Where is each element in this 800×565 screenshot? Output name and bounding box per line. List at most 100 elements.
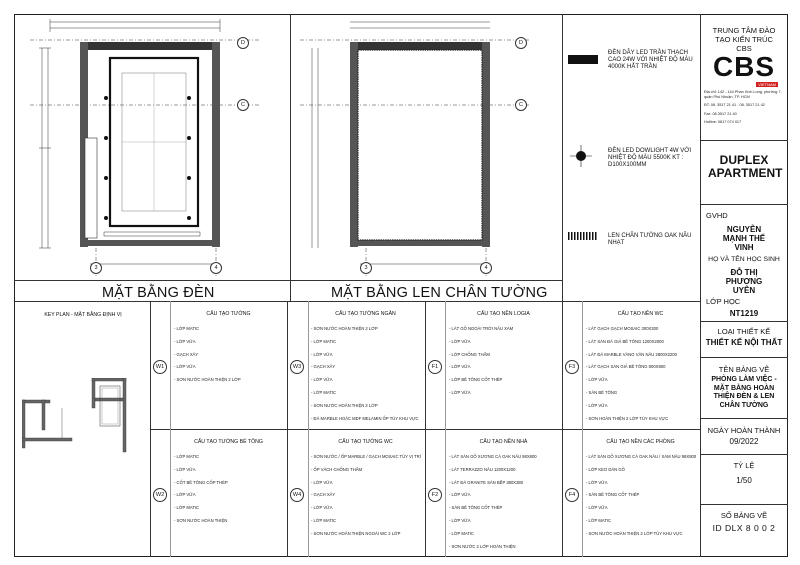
spec-layer-item: - LÁT GẠCH GẠCH MOSAIC 300x300 [586,326,659,331]
tb-divider-5 [700,418,788,419]
spec-code-w3: W3 [290,360,304,374]
spec-title-f3: CẤU TẠO NỀN WC [617,311,664,317]
drawing-name-label: TÊN BẢNG VẼ [718,365,770,374]
spec-layer-item: - LỚP MATIC [311,390,337,395]
spec-layer-item: - LỚP VỮA [586,402,608,408]
spec-layer-item: - LỚP VỮA [311,351,333,357]
project-name: DUPLEX APARTMENT [708,153,783,180]
key-plan-title: KEY PLAN - MẶT BẰNG ĐỊNH VỊ [44,312,122,318]
spec-layer-item: - LỚP MATIC [174,505,200,511]
spec-col-divider-2 [425,301,426,557]
spec-layer-item: - LỚP VỮA [449,518,471,523]
gvhd-name: NGUYỄN MẠNH THẾ VINH [722,225,766,252]
led-strip-icon [568,55,598,64]
spec-title-w2: CẤU TẠO TƯỜNG BÊ TÔNG [194,439,263,445]
spec-code-line-2 [308,301,309,557]
org-name: TRUNG TÂM ĐÀO TẠO KIẾN TRÚC CBS [712,26,776,53]
spec-layer-item: - SƠN NƯỚC HOÀN THIỆN [174,518,228,523]
spec-layer-item: - ỐP VÁCH CHỐNG THẤM [311,466,363,472]
spec-layer-item: - SÀN BÊ TÔNG CỐT THÉP [449,505,503,511]
spec-layer-item: - LỚP MATIC [449,530,475,536]
spec-col-divider-1 [287,301,288,557]
spec-title-f4: CẤU TẠO NỀN CÁC PHÒNG [606,439,675,445]
skirting-plan-drawing [300,21,530,276]
spec-code-line-4 [582,301,583,557]
spec-layer-item: - LÁT GỖ NGOÀI TRỜI NÂU XÁM [449,326,514,331]
grid-bubble-c: C [237,99,249,111]
spec-title-w4: CẤU TẠO TƯỜNG WC [338,439,393,445]
scale-label: TỶ LỆ [733,461,755,470]
spec-layer-item: - SƠN NƯỚC HOÀN THIỆN 2 LỚP [311,402,378,408]
legend-downlight: ĐÈN LED DOWLIGHT 4W VỚI NHIỆT ĐỘ MÀU 550… [608,148,692,168]
spec-layer-item: - LỚP VỮA [311,377,333,383]
grid-bubble-c-right: C [515,99,527,111]
lighting-plan-title: MẶT BẰNG ĐÈN [102,285,215,301]
spec-code-f4: F4 [565,488,579,502]
spec-layer-item: - SƠN NƯỚC HOÀN THIỆN 2 LỚP TÙY KHU VỰC [586,530,683,536]
spec-layer-item: - LỚP BÊ TÔNG CỐT THÉP [449,377,503,383]
drawing-name: PHÒNG LÀM VIỆC - MẶT BẰNG HOÀN THIỆN ĐÈN… [711,376,777,409]
spec-layer-item: - ĐÁ MARBLE HOẶC MDF MELAMIN ỐP TÙY KHU … [311,415,419,421]
spec-layer-item: - SƠN NƯỚC 2 LỚP HOÀN THIỆN [449,543,516,549]
spec-layer-item: - LỚP VỮA [586,505,608,511]
spec-layer-item: - LÁT TERRAZZO NÂU 1200X1200 [449,466,516,472]
spec-layer-item: - LỚP CHỐNG THẤM [449,351,490,357]
design-type: THIẾT KẾ NỘI THẤT [705,338,783,347]
skirting-icon [568,232,598,240]
spec-layer-item: - LÁT SÀN GỖ XƯƠNG CÁ OAK NÂU 98x800 [449,454,537,459]
spec-code-w1: W1 [153,360,167,374]
sheet-frame [14,14,788,557]
spec-layer-item: - LỚP VỮA [449,492,471,498]
spec-layer-item: - LỚP MATIC [311,518,337,523]
spec-code-w4: W4 [290,488,304,502]
spec-layer-item: - SƠN NƯỚC HOÀN THIỆN 2 LỚP [311,326,378,331]
completion-label: NGÀY HOÀN THÀNH [707,426,781,435]
spec-title-f1: CẤU TẠO NỀN LOGIA [477,311,530,317]
spec-layer-item: - SƠN NƯỚC HOÀN THIỆN NGOÀI WC 2 LỚP [311,530,401,536]
grid-bubble-d-right: D [515,37,527,49]
plans-bottom-divider [14,301,700,302]
class-value: NT1219 [729,309,759,318]
spec-code-line-1 [170,301,171,557]
downlight-icon [570,145,592,167]
spec-layer-item: - SÀN BÊ TÔNG CỐT THÉP [586,492,640,498]
spec-code-f2: F2 [428,488,442,502]
grid-bubble-d: D [237,37,249,49]
spec-layer-item: - LỚP VỮA [311,479,333,485]
spec-title-f2: CẤU TẠO NỀN NHÀ [479,439,528,445]
sheet-no-label: SỐ BẢNG VẼ [720,511,768,520]
spec-code-f1: F1 [428,360,442,374]
grid-bubble-4-right: 4 [480,262,492,274]
spec-layer-item: - LỚP VỮA [311,505,333,511]
spec-layer-item: - SÀN BÊ TÔNG [586,390,618,395]
spec-layer-item: - LỚP VỮA [174,492,196,498]
spec-layer-item: - SƠN NƯỚC / ỐP MARBLE / GẠCH MOSAIC TÙY… [311,454,421,459]
scale-value: 1/50 [736,476,752,485]
spec-layer-item: - LÁT SÀN ĐÁ GIẢ BÊ TÔNG 1200X2000 [586,338,664,344]
spec-code-w2: W2 [153,488,167,502]
completion-date: 09/2022 [729,437,759,446]
spec-layer-item: - LỚP MATIC [174,454,200,459]
grid-bubble-3-right: 3 [360,262,372,274]
student-label: HỌ VÀ TÊN HỌC SINH [708,256,780,263]
grid-bubble-4: 4 [210,262,222,274]
org-contact: Địa chỉ: 142 - 144 Phan Xích Long, phườn… [704,90,782,124]
tb-divider-6 [700,454,788,455]
spec-layer-item: - LỚP VỮA [174,466,196,472]
spec-layer-item: - LỚP KEO DÁN GỖ [586,466,625,472]
spec-layer-item: - LỚP VỮA [586,377,608,383]
design-type-label: LOẠI THIẾT KẾ [717,327,771,336]
class-label: LỚP HỌC [706,297,741,306]
spec-code-line-3 [445,301,446,557]
spec-layer-item: - LỚP VỮA [449,364,471,370]
spec-layer-item: - CỐT BÊ TÔNG CỐP THÉP [174,479,228,485]
tb-divider-3 [700,321,788,322]
spec-layer-item: - LÁT GẠCH SÀN GIẢ BÊ TÔNG 800x800 [586,364,666,370]
legend-skirting: LEN CHÂN TƯỜNG OAK NÂU NHẠT [608,233,692,246]
skirting-plan-title: MẶT BẰNG LEN CHÂN TƯỜNG [331,285,548,301]
spec-layer-item: - GẠCH XÂY [311,364,336,370]
spec-layer-item: - LÁT ĐÁ GRANITE SÀN BẾP 380X380 [449,479,524,485]
tb-divider-4 [700,357,788,358]
lighting-plan-drawing [30,19,260,276]
spec-layer-item: - SƠN HOÀN THIỆN 2 LỚP TÙY KHU VỰC [586,415,669,421]
